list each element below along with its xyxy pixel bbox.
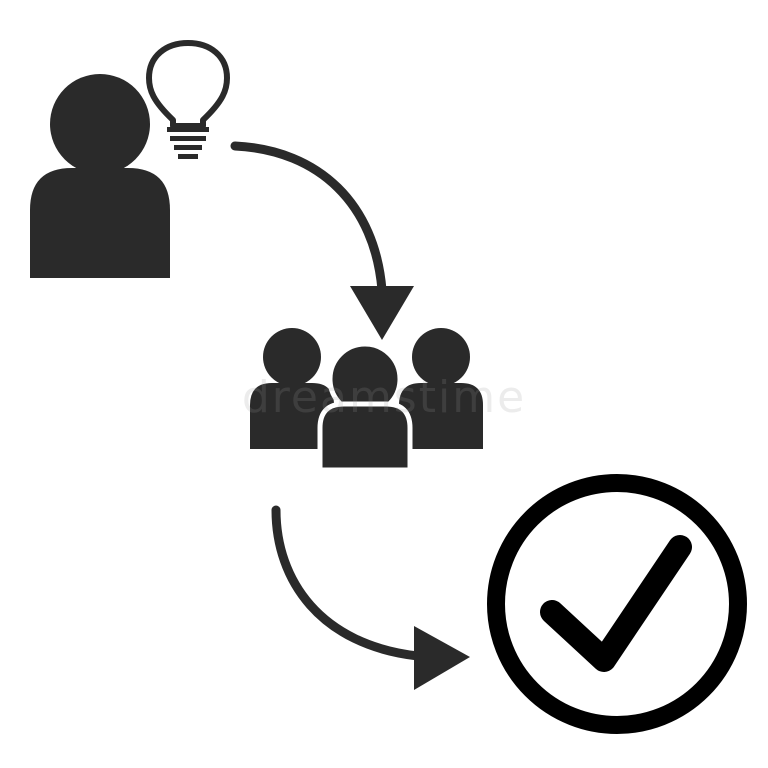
- watermark-text: dreamstime: [242, 372, 526, 423]
- person-left-icon: [250, 328, 334, 449]
- curved-arrow-icon: [230, 141, 414, 340]
- group-of-people-icon: [250, 328, 483, 473]
- person-right-icon: [399, 328, 483, 449]
- person-with-lightbulb-icon: [30, 40, 230, 278]
- check-circle-icon: [487, 474, 747, 734]
- person-center-icon: [317, 341, 413, 473]
- person-icon: [30, 74, 170, 278]
- lightbulb-icon: [146, 40, 230, 159]
- curved-arrow-icon: [271, 505, 470, 690]
